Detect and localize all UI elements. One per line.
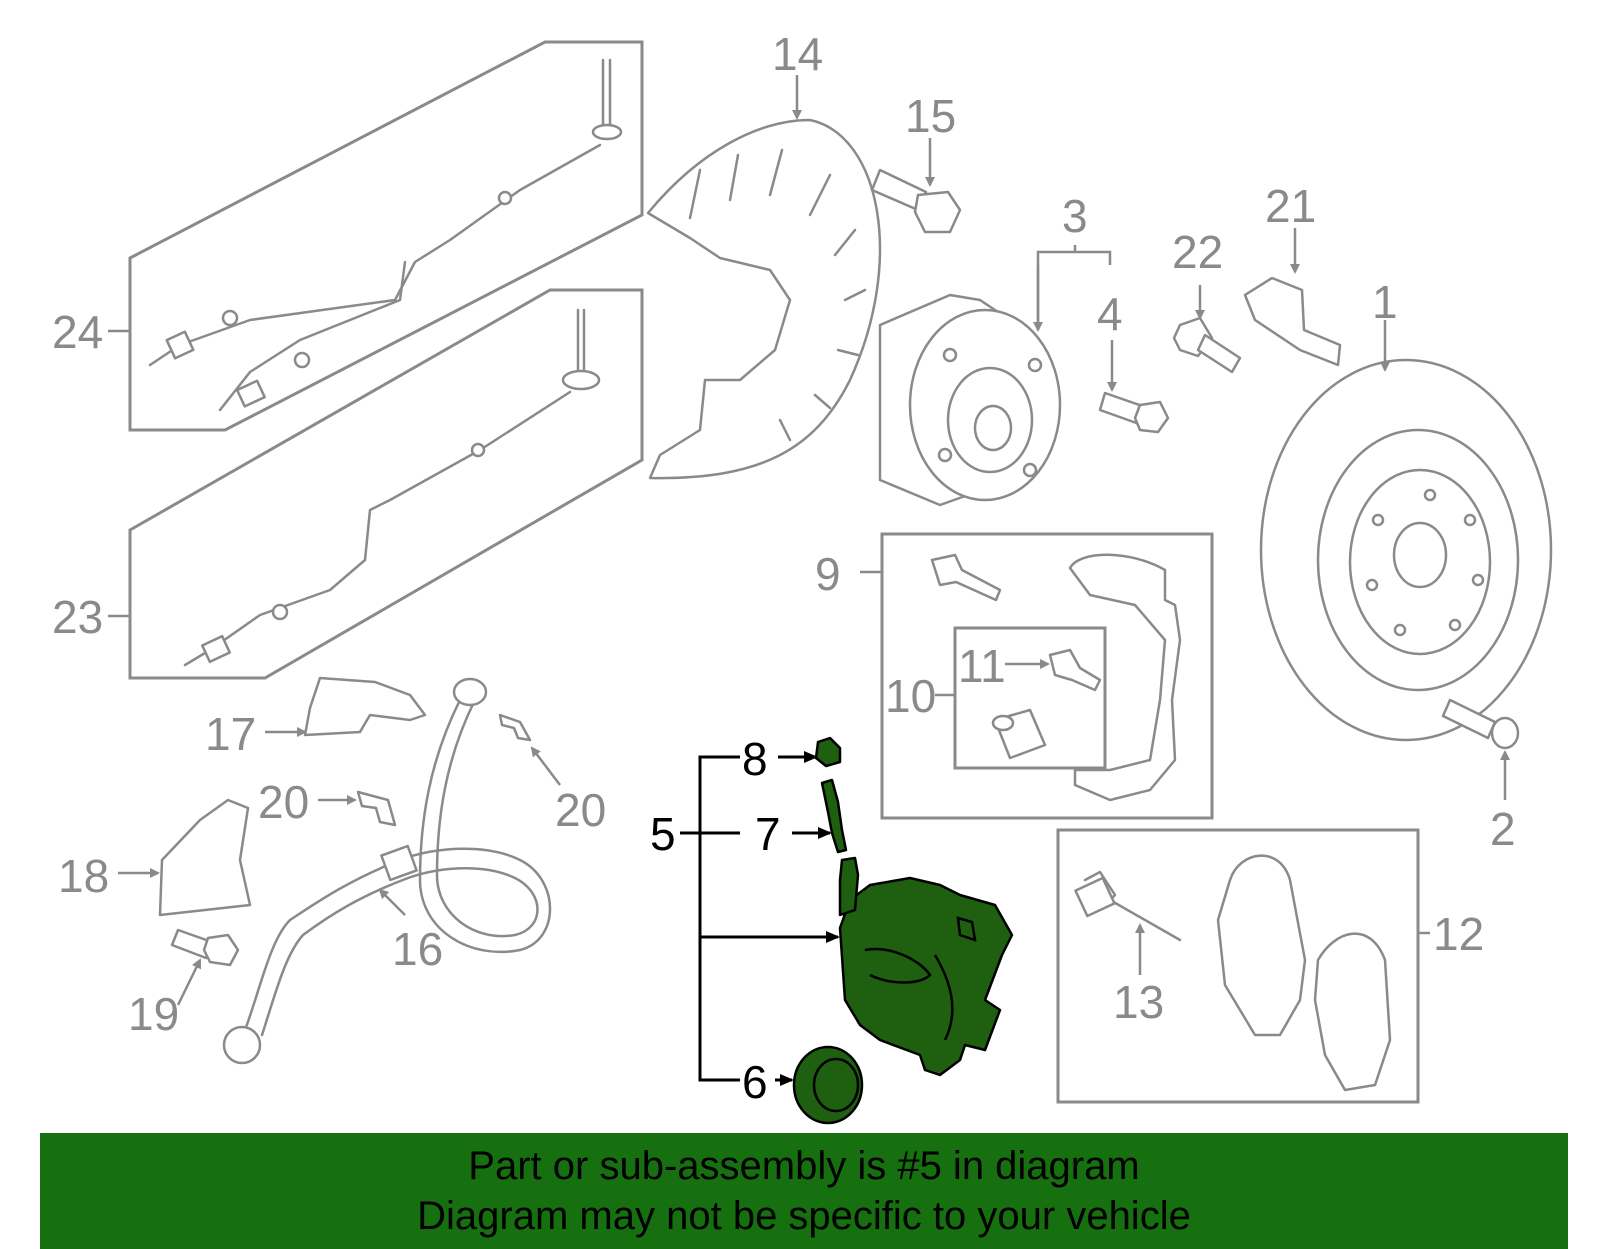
guide-pin-sleeve-5 xyxy=(838,856,860,917)
bracket-21[interactable] xyxy=(1243,276,1342,367)
callout-6: 6 xyxy=(742,1056,768,1108)
callout-20b: 20 xyxy=(555,784,606,836)
callout-19: 19 xyxy=(128,988,179,1040)
callout-13: 13 xyxy=(1113,976,1164,1028)
dust-shield-14[interactable] xyxy=(646,118,882,480)
callout-20a: 20 xyxy=(258,776,309,828)
carrier-kit-9-box[interactable] xyxy=(880,532,1214,820)
brake-pads-12-box[interactable] xyxy=(1056,828,1420,1104)
callout-18: 18 xyxy=(58,850,109,902)
callout-10: 10 xyxy=(885,670,936,722)
notice-banner: Part or sub-assembly is #5 in diagram Di… xyxy=(40,1133,1568,1249)
bracket-18[interactable] xyxy=(158,798,252,917)
callout-8: 8 xyxy=(742,733,768,785)
screw-2[interactable] xyxy=(1441,698,1520,750)
bleeder-screw-7[interactable] xyxy=(820,778,848,854)
brake-caliper-assembly-5[interactable] xyxy=(838,876,1014,1077)
callout-21: 21 xyxy=(1265,180,1316,232)
callout-3: 3 xyxy=(1062,190,1088,242)
sensor-harness-23-panel[interactable] xyxy=(128,288,644,680)
hub-bearing-3[interactable] xyxy=(878,293,1062,507)
bleeder-cap-8[interactable] xyxy=(814,736,842,768)
sensor-harness-24-panel[interactable] xyxy=(128,40,644,432)
bracket-17[interactable] xyxy=(303,676,427,737)
bolt-19[interactable] xyxy=(170,928,240,967)
callout-14: 14 xyxy=(772,28,823,80)
callout-5: 5 xyxy=(650,808,676,860)
clip-20a[interactable] xyxy=(356,790,397,827)
callout-9: 9 xyxy=(815,548,841,600)
callout-17: 17 xyxy=(205,708,256,760)
bolt-22[interactable] xyxy=(1172,316,1242,374)
callout-16: 16 xyxy=(392,923,443,975)
callout-11: 11 xyxy=(958,640,1006,692)
notice-line-disclaimer: Diagram may not be specific to your vehi… xyxy=(417,1194,1191,1238)
callout-4: 4 xyxy=(1097,288,1123,340)
clip-20b[interactable] xyxy=(498,713,532,742)
bolt-4[interactable] xyxy=(1098,391,1170,434)
brake-hose-16[interactable] xyxy=(222,677,552,1065)
notice-line-part: Part or sub-assembly is #5 in diagram xyxy=(468,1144,1140,1188)
piston-6[interactable] xyxy=(792,1045,864,1125)
callout-22: 22 xyxy=(1172,226,1223,278)
callout-12: 12 xyxy=(1433,908,1484,960)
callout-24: 24 xyxy=(52,306,103,358)
brake-disc-1[interactable] xyxy=(1259,358,1553,742)
callout-7: 7 xyxy=(755,808,781,860)
callout-2: 2 xyxy=(1490,803,1516,855)
callout-15: 15 xyxy=(905,90,956,142)
callout-23: 23 xyxy=(52,591,103,643)
callout-1: 1 xyxy=(1372,276,1398,328)
bolt-15[interactable] xyxy=(870,168,962,234)
